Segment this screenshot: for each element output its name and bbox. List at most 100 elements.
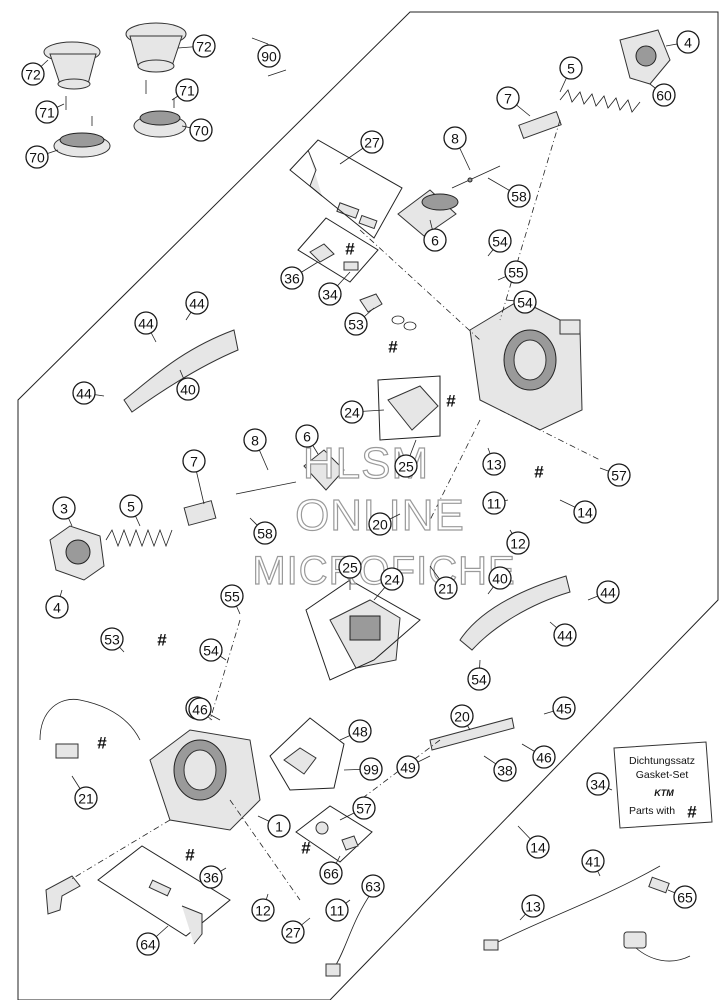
callout-44-d-label: 44 [600, 585, 616, 601]
callout-6-mid: 6 [295, 424, 319, 448]
spring-5-mid [105, 528, 173, 548]
callout-46-left: 46 [532, 745, 556, 769]
callout-27-top-label: 27 [364, 135, 380, 151]
carburetor-body-top [469, 299, 583, 431]
callout-71-right: 71 [175, 78, 199, 102]
callout-5-top-circle [559, 56, 583, 80]
harness-65 [483, 865, 661, 951]
callout-53-top-circle [344, 312, 368, 336]
axis-line-top-a [359, 229, 481, 341]
callout-44-c-label: 44 [76, 386, 92, 402]
callout-14-bottom-label: 14 [530, 840, 546, 856]
callout-72-right: 72 [192, 34, 216, 58]
callout-36-bottom-label: 36 [203, 870, 219, 886]
callout-12-bottom: 12 [251, 898, 275, 922]
callout-44-a-label: 44 [189, 296, 205, 312]
callout-6-top: 6 [423, 228, 447, 252]
needle-holder-7-mid [183, 500, 217, 526]
callout-34-top-label: 34 [322, 287, 338, 303]
callout-99-circle [359, 757, 383, 781]
callout-8-top: 8 [443, 126, 467, 150]
callout-54-d: 54 [467, 667, 491, 691]
callout-40-right: 40 [488, 566, 512, 590]
callout-44-c-circle [72, 381, 96, 405]
callout-71-left-label: 71 [39, 105, 55, 121]
cable-41 [325, 891, 373, 977]
callout-7-top: 7 [496, 86, 520, 110]
callout-66-circle [319, 861, 343, 885]
axis-line-bottom-a [229, 799, 301, 901]
frame-24-top [377, 375, 441, 441]
callout-54-b: 54 [513, 290, 537, 314]
slide-6-top [397, 189, 459, 237]
callout-38-label: 38 [497, 763, 513, 779]
callout-8-top-circle [443, 126, 467, 150]
callout-46-right-circle [188, 697, 212, 721]
jet-34-bottom [315, 821, 359, 851]
hash-marker: # [446, 392, 456, 411]
callout-34-bottom-label: 34 [590, 777, 606, 793]
connector-64 [623, 931, 691, 962]
callout-11-bottom: 11 [325, 898, 349, 922]
throttle-20-bottom [283, 747, 317, 775]
callout-45-circle [552, 696, 576, 720]
cover-3 [49, 525, 105, 581]
callout-57-top: 57 [607, 463, 631, 487]
callout-58-top-circle [507, 184, 531, 208]
callout-4-top-circle [676, 30, 700, 54]
callout-53-mid: 53 [100, 627, 124, 651]
callout-65-label: 65 [677, 890, 693, 906]
callout-44-a: 44 [185, 291, 209, 315]
callout-44-d: 44 [596, 580, 620, 604]
callout-54-d-circle [467, 667, 491, 691]
callout-13-top-label: 13 [486, 457, 502, 473]
clamp-right [133, 110, 187, 138]
hash-marker: # [185, 846, 195, 865]
callout-25-mid-circle [338, 555, 362, 579]
callout-71-right-circle [175, 78, 199, 102]
callout-25-top: 25 [394, 454, 418, 478]
callout-60: 60 [652, 83, 676, 107]
hash-marker: # [388, 338, 398, 357]
callout-14-top-label: 14 [577, 505, 593, 521]
callout-7-mid: 7 [182, 449, 206, 473]
callout-13-bottom-label: 13 [525, 899, 541, 915]
callout-44-e-label: 44 [557, 628, 573, 644]
callout-40-right-label: 40 [492, 571, 508, 587]
axis-line-bottom-d [359, 739, 441, 801]
frame-34-bottom [295, 805, 373, 863]
callout-53-top-label: 53 [348, 317, 364, 333]
callout-58-top-label: 58 [511, 189, 527, 205]
callout-21-top: 21 [434, 576, 458, 600]
frame-20-bottom [269, 717, 345, 791]
callout-45-label: 45 [556, 701, 572, 717]
callout-66-label: 66 [323, 866, 339, 882]
callout-1-label: 1 [275, 819, 283, 835]
axis-line-top-d [429, 419, 481, 521]
callout-12-top-circle [506, 531, 530, 555]
callout-44-b-circle [134, 311, 158, 335]
callout-12-top-label: 12 [510, 536, 526, 552]
callout-54-a-label: 54 [492, 234, 508, 250]
callout-57-top-circle [607, 463, 631, 487]
hash-marker: # [97, 734, 107, 753]
callout-11-bottom-circle [325, 898, 349, 922]
callout-54-c-label: 54 [203, 643, 219, 659]
carburetor-body-bottom [149, 729, 261, 831]
callout-57-bottom: 57 [352, 796, 376, 820]
callout-27-top-circle [360, 130, 384, 154]
callout-71-left: 71 [35, 100, 59, 124]
callout-63-circle [361, 874, 385, 898]
callout-20-bottom-label: 20 [454, 709, 470, 725]
callout-44-b-label: 44 [138, 316, 154, 332]
jet-36-top [309, 243, 359, 271]
callout-20-top: 20 [368, 512, 392, 536]
lever-bottom-left [45, 875, 81, 915]
callout-36-bottom-circle [199, 865, 223, 889]
callout-7-mid-circle [182, 449, 206, 473]
callout-65-circle [673, 885, 697, 909]
assembly-frame [17, 11, 719, 1000]
callout-57-top-label: 57 [611, 468, 627, 484]
gasket-box-hash: # [687, 803, 697, 822]
callout-55-mid-circle [220, 584, 244, 608]
